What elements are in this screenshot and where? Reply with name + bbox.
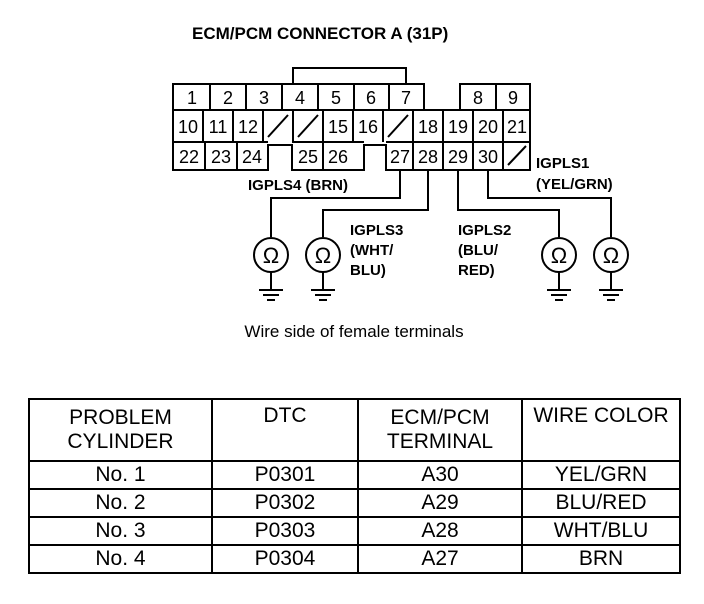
cell-terminal: A28: [357, 516, 523, 546]
cell-wire-color: YEL/GRN: [521, 460, 681, 490]
igpls2-label: IGPLS2: [458, 222, 511, 239]
cell-wire-color: BLU/RED: [521, 488, 681, 518]
connector-lock-tab: [292, 67, 407, 84]
pin-11: 11: [209, 117, 228, 137]
cell-dtc: P0301: [211, 460, 359, 490]
cell-dtc: P0304: [211, 544, 359, 574]
cell-cylinder: No. 4: [28, 544, 213, 574]
cell-dtc: P0303: [211, 516, 359, 546]
pin-28: 28: [418, 147, 438, 167]
table-row: No. 3 P0303 A28 WHT/BLU: [28, 516, 681, 546]
header-terminal: ECM/PCM TERMINAL: [357, 398, 523, 462]
igpls2-color-2: RED): [458, 262, 495, 279]
header-wire-color: WIRE COLOR: [521, 398, 681, 462]
cell-wire-color: BRN: [521, 544, 681, 574]
cell-cylinder: No. 2: [28, 488, 213, 518]
pin-25: 25: [298, 147, 318, 167]
igpls3-label: IGPLS3: [350, 222, 403, 239]
ohm-icon: Ω: [551, 243, 567, 268]
ohmmeter-igpls1: Ω: [593, 237, 629, 273]
table-row: No. 2 P0302 A29 BLU/RED: [28, 488, 681, 518]
pin-16: 16: [358, 117, 378, 137]
cell-wire-color: WHT/BLU: [521, 516, 681, 546]
table-row: No. 4 P0304 A27 BRN: [28, 544, 681, 574]
pin-2: 2: [223, 88, 233, 108]
pin-20: 20: [478, 117, 498, 137]
igpls1-label: IGPLS1: [536, 155, 589, 172]
header-line: TERMINAL: [386, 430, 494, 453]
ohmmeter-igpls3: Ω: [305, 237, 341, 273]
header-line: WIRE COLOR: [533, 404, 669, 427]
pin-30: 30: [478, 147, 498, 167]
ohm-icon: Ω: [263, 243, 279, 268]
table-row: No. 1 P0301 A30 YEL/GRN: [28, 460, 681, 490]
header-line: ECM/PCM: [390, 406, 490, 429]
connector-body: [172, 83, 531, 171]
pin-24: 24: [242, 147, 262, 167]
cell-cylinder: No. 1: [28, 460, 213, 490]
pin-3: 3: [259, 88, 269, 108]
pin-8: 8: [473, 88, 483, 108]
pin-15: 15: [328, 117, 348, 137]
igpls4-label: IGPLS4 (BRN): [248, 177, 348, 194]
probe-wires: [270, 170, 612, 237]
header-problem-cylinder: PROBLEM CYLINDER: [28, 398, 213, 462]
pin-5: 5: [331, 88, 341, 108]
cell-terminal: A27: [357, 544, 523, 574]
table-header-row: PROBLEM CYLINDER DTC ECM/PCM TERMINAL WI…: [28, 398, 681, 462]
pin-21: 21: [507, 117, 527, 137]
pin-6: 6: [366, 88, 376, 108]
pin-27: 27: [390, 147, 410, 167]
ohmmeter-igpls2: Ω: [541, 237, 577, 273]
caption: Wire side of female terminals: [244, 322, 463, 341]
pin-26: 26: [328, 147, 348, 167]
pin-10: 10: [178, 117, 198, 137]
pin-7: 7: [401, 88, 411, 108]
cell-terminal: A30: [357, 460, 523, 490]
igpls3-color-1: (WHT/: [350, 242, 394, 259]
pin-23: 23: [211, 147, 231, 167]
cell-dtc: P0302: [211, 488, 359, 518]
pin-22: 22: [179, 147, 199, 167]
ohmmeter-igpls4: Ω: [253, 237, 289, 273]
pin-1: 1: [187, 88, 197, 108]
igpls2-color-1: (BLU/: [458, 242, 499, 259]
header-line: PROBLEM: [69, 406, 172, 429]
pin-19: 19: [448, 117, 468, 137]
pin-29: 29: [448, 147, 468, 167]
ground-symbols: [259, 272, 623, 301]
cell-cylinder: No. 3: [28, 516, 213, 546]
cell-terminal: A29: [357, 488, 523, 518]
header-line: DTC: [263, 404, 307, 427]
ohm-icon: Ω: [603, 243, 619, 268]
dtc-table: PROBLEM CYLINDER DTC ECM/PCM TERMINAL WI…: [28, 398, 681, 574]
pin-12: 12: [238, 117, 258, 137]
pin-18: 18: [418, 117, 438, 137]
ohm-icon: Ω: [315, 243, 331, 268]
connector-title: ECM/PCM CONNECTOR A (31P): [192, 24, 448, 43]
igpls1-color: (YEL/GRN): [536, 176, 613, 193]
pin-4: 4: [295, 88, 305, 108]
igpls3-color-2: BLU): [350, 262, 386, 279]
header-line: CYLINDER: [67, 430, 174, 453]
header-dtc: DTC: [211, 398, 359, 462]
pin-9: 9: [508, 88, 518, 108]
